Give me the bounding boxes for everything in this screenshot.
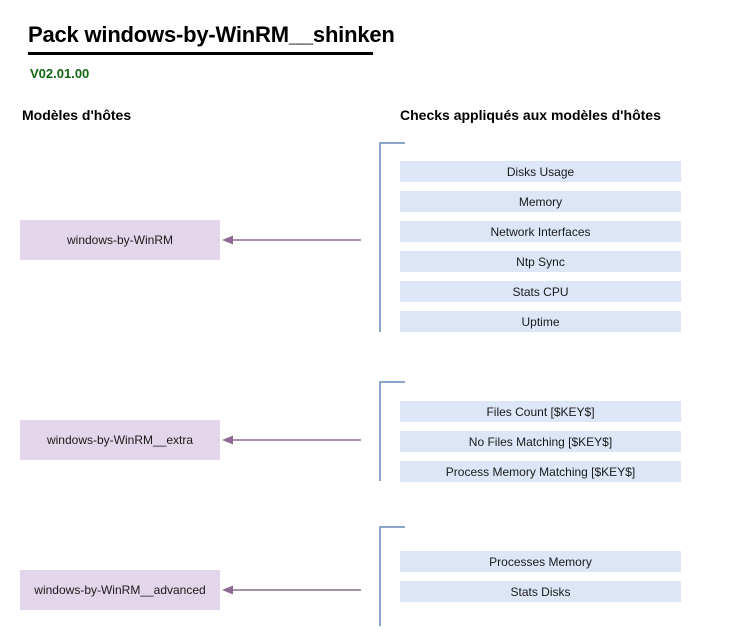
check-label: Network Interfaces xyxy=(490,224,591,239)
check-box[interactable]: Uptime xyxy=(400,311,681,332)
bracket-top-stub xyxy=(379,526,405,528)
check-box[interactable]: Stats CPU xyxy=(400,281,681,302)
page-title: Pack windows-by-WinRM__shinken xyxy=(28,22,395,47)
check-label: Ntp Sync xyxy=(516,254,565,269)
bracket-top-stub xyxy=(379,381,405,383)
title-divider xyxy=(28,52,373,55)
bracket-top-stub xyxy=(379,142,405,144)
check-label: Process Memory Matching [$KEY$] xyxy=(445,464,636,479)
check-box[interactable]: Ntp Sync xyxy=(400,251,681,272)
check-label: No Files Matching [$KEY$] xyxy=(468,434,613,449)
check-label: Memory xyxy=(518,194,563,209)
group-bracket-3 xyxy=(379,526,405,626)
check-label: Stats CPU xyxy=(512,284,569,299)
column-heading-checks: Checks appliqués aux modèles d'hôtes xyxy=(400,107,661,123)
check-label: Disks Usage xyxy=(506,164,575,179)
pack-version: V02.01.00 xyxy=(30,66,90,81)
check-box[interactable]: Processes Memory xyxy=(400,551,681,572)
column-heading-host-models: Modèles d'hôtes xyxy=(22,107,132,123)
host-model-box-3[interactable]: windows-by-WinRM__advanced xyxy=(20,570,220,610)
host-model-label: windows-by-WinRM xyxy=(66,233,173,247)
check-label: Stats Disks xyxy=(510,584,571,599)
check-box[interactable]: No Files Matching [$KEY$] xyxy=(400,431,681,452)
bracket-vertical-line xyxy=(379,526,381,626)
host-model-label: windows-by-WinRM__advanced xyxy=(34,583,206,597)
arrow-to-host-model-2 xyxy=(220,434,362,446)
check-box[interactable]: Files Count [$KEY$] xyxy=(400,401,681,422)
bracket-vertical-line xyxy=(379,381,381,481)
check-box[interactable]: Process Memory Matching [$KEY$] xyxy=(400,461,681,482)
check-box[interactable]: Network Interfaces xyxy=(400,221,681,242)
host-model-box-1[interactable]: windows-by-WinRM xyxy=(20,220,220,260)
check-label: Uptime xyxy=(521,314,560,329)
arrow-to-host-model-1 xyxy=(220,234,362,246)
check-label: Processes Memory xyxy=(489,554,592,569)
bracket-vertical-line xyxy=(379,142,381,332)
check-box[interactable]: Stats Disks xyxy=(400,581,681,602)
check-box[interactable]: Disks Usage xyxy=(400,161,681,182)
arrow-to-host-model-3 xyxy=(220,584,362,596)
check-label: Files Count [$KEY$] xyxy=(486,404,595,419)
host-model-box-2[interactable]: windows-by-WinRM__extra xyxy=(20,420,220,460)
host-model-label: windows-by-WinRM__extra xyxy=(46,433,194,447)
check-box[interactable]: Memory xyxy=(400,191,681,212)
